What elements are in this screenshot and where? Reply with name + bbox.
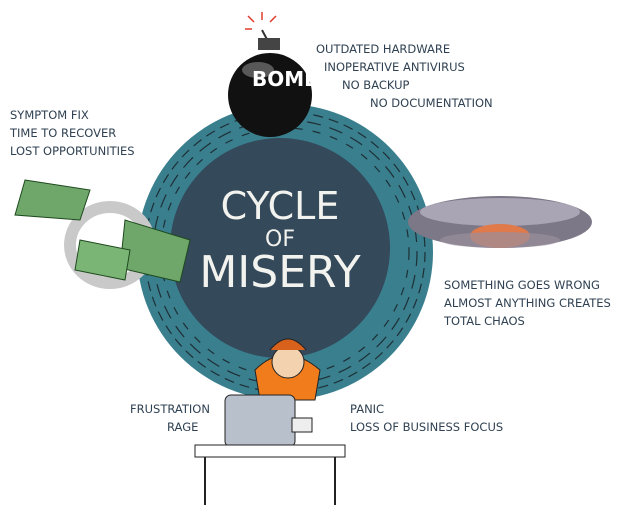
effect-item: TIME TO RECOVER: [10, 126, 117, 140]
money-flying-icon: [14, 179, 191, 289]
inner-disc: [170, 138, 390, 358]
explosion-cloud-icon: [408, 196, 592, 248]
bomb-label: BOMB: [252, 67, 320, 91]
bomb-icon: [228, 12, 312, 137]
feeling-item: RAGE: [167, 420, 199, 434]
effect-item: SYMPTOM FIX: [10, 108, 89, 122]
effect-item: LOST OPPORTUNITIES: [10, 144, 135, 158]
event-item: ALMOST ANYTHING CREATES: [444, 296, 611, 310]
event-item: SOMETHING GOES WRONG: [444, 278, 600, 292]
cause-item: NO DOCUMENTATION: [370, 96, 493, 110]
title-line-1: CYCLE: [220, 184, 340, 228]
cause-item: OUTDATED HARDWARE: [316, 42, 451, 56]
frustrated-person-icon: [194, 338, 346, 505]
event-item: TOTAL CHAOS: [444, 314, 525, 328]
title-line-2: OF: [265, 227, 295, 252]
title-line-3: MISERY: [199, 247, 361, 298]
feeling-item: FRUSTRATION: [130, 402, 210, 416]
feeling-item: PANIC: [350, 402, 385, 416]
feeling-item: LOSS OF BUSINESS FOCUS: [350, 420, 504, 434]
cause-item: NO BACKUP: [342, 78, 410, 92]
cause-item: INOPERATIVE ANTIVIRUS: [324, 60, 465, 74]
